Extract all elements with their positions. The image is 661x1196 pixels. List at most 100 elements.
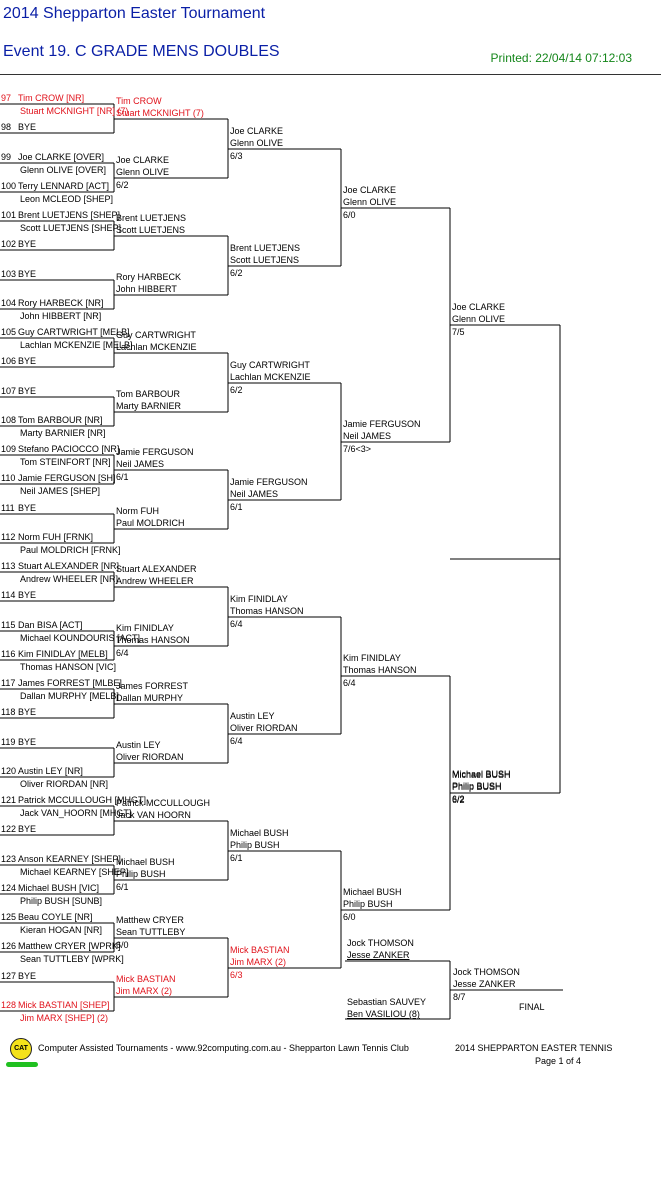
round-player-2: Dallan MURPHY (116, 693, 184, 703)
entry-player-2: Jack VAN_HOORN [MHGT] (20, 808, 132, 818)
entry-number: 108 (1, 415, 17, 425)
entry-number: 112 (1, 532, 16, 542)
entry-player-1: Kim FINIDLAY [MELB] (18, 649, 108, 659)
round-player-1: Kim FINIDLAY (343, 653, 401, 663)
entry-number: 125 (1, 912, 17, 922)
round-score: 6/1 (230, 853, 243, 863)
entry-player-2: Lachlan MCKENZIE [MELB] (20, 340, 133, 350)
final-bottom-player-1: Sebastian SAUVEY (347, 997, 427, 1007)
entry-player-2: Tom STEINFORT [NR] (20, 457, 111, 467)
round-player-2: Philip BUSH (452, 782, 502, 792)
entry-player-1: Joe CLARKE [OVER] (18, 152, 105, 162)
entry-number: 97 (1, 93, 12, 103)
entry-number: 105 (1, 327, 17, 337)
entry-number: 102 (1, 239, 17, 249)
final-top-player-1: Jock THOMSON (347, 938, 414, 948)
round-player-2: Philip BUSH (116, 869, 166, 879)
round-player-2: Lachlan MCKENZIE (230, 372, 311, 382)
round-player-2: Glenn OLIVE (452, 314, 506, 324)
round-score: 6/2 (230, 268, 243, 278)
round-player-1: Norm FUH (116, 506, 159, 516)
footer-event-name: 2014 SHEPPARTON EASTER TENNIS (455, 1043, 613, 1053)
entry-player-1: Jamie FERGUSON [SH] (18, 473, 116, 483)
entry-player-1: Austin LEY [NR] (18, 766, 83, 776)
page-title: 2014 Shepparton Easter Tournament (3, 5, 266, 22)
round-player-1: Jamie FERGUSON (343, 419, 421, 429)
entry-number: 121 (1, 795, 17, 805)
entry-player-2: Marty BARNIER [NR] (20, 428, 106, 438)
round-score: 6/2 (230, 385, 243, 395)
round-player-2: Thomas HANSON (343, 665, 417, 675)
round-player-1: Austin LEY (230, 711, 275, 721)
entry-player-1: BYE (18, 971, 37, 981)
round-player-1: Guy CARTWRIGHT (116, 330, 196, 340)
entry-number: 119 (1, 737, 16, 747)
entry-player-2: Michael KOUNDOURIS [ACT] (20, 633, 141, 643)
entry-player-1: Dan BISA [ACT] (18, 620, 83, 630)
entry-number: 101 (1, 210, 17, 220)
entry-number: 109 (1, 444, 17, 454)
round6-player-1: Michael BUSH (452, 769, 511, 779)
entry-player-1: BYE (18, 824, 37, 834)
entry-player-1: Terry LENNARD [ACT] (18, 181, 110, 191)
entry-player-1: BYE (18, 356, 37, 366)
entry-number: 124 (1, 883, 17, 893)
entry-player-1: Rory HARBECK [NR] (18, 298, 104, 308)
round-player-1: Patrick MCCULLOUGH (116, 798, 211, 808)
entry-player-2: Leon MCLEOD [SHEP] (20, 194, 114, 204)
entry-number: 104 (1, 298, 17, 308)
entry-number: 106 (1, 356, 17, 366)
round-score: 6/4 (343, 678, 356, 688)
final-winner-score: 8/7 (453, 992, 466, 1002)
entry-player-1: BYE (18, 707, 37, 717)
entry-number: 111 (1, 503, 15, 513)
draw-bracket-lines (0, 103, 563, 1020)
round-player-1: Tom BARBOUR (116, 389, 181, 399)
round-player-2: Sean TUTTLEBY (116, 927, 186, 937)
entry-player-2: Neil JAMES [SHEP] (20, 486, 101, 496)
entry-player-2: Dallan MURPHY [MELB] (20, 691, 119, 701)
entry-player-1: BYE (18, 503, 37, 513)
round-player-1: Brent LUETJENS (116, 213, 187, 223)
footer-credit: Computer Assisted Tournaments - www.92co… (38, 1043, 409, 1053)
entry-number: 128 (1, 1000, 17, 1010)
entry-player-1: BYE (18, 590, 37, 600)
round-player-1: Guy CARTWRIGHT (230, 360, 310, 370)
entry-player-2: Andrew WHEELER [NR] (20, 574, 119, 584)
round-player-2: Marty BARNIER (116, 401, 182, 411)
entry-player-2: Thomas HANSON [VIC] (20, 662, 117, 672)
round-score: 6/1 (116, 882, 129, 892)
round-player-2: Stuart MCKNIGHT (7) (116, 108, 204, 118)
round-player-2: Glenn OLIVE (343, 197, 397, 207)
round-score: 6/2 (116, 180, 129, 190)
round-score: 6/3 (230, 151, 243, 161)
event-title: Event 19. C GRADE MENS DOUBLES (3, 43, 280, 60)
round-player-2: Glenn OLIVE (230, 138, 284, 148)
round-player-2: Lachlan MCKENZIE (116, 342, 197, 352)
entry-player-1: Matthew CRYER [WPRK] (18, 941, 121, 951)
round-player-2: Oliver RIORDAN (230, 723, 298, 733)
entry-number: 113 (1, 561, 16, 571)
header-rule (0, 74, 661, 75)
round-player-1: Tim CROW (116, 96, 162, 106)
entry-number: 107 (1, 386, 17, 396)
round-player-1: Michael BUSH (116, 857, 175, 867)
round-score: 6/0 (116, 940, 129, 950)
round-player-2: Jim MARX (2) (230, 957, 286, 967)
round-player-2: Neil JAMES (230, 489, 279, 499)
entry-player-1: BYE (18, 269, 37, 279)
round-player-1: Rory HARBECK (116, 272, 182, 282)
final-bottom-player-2: Ben VASILIOU (8) (347, 1009, 420, 1019)
round-player-2: Philip BUSH (230, 840, 280, 850)
round-player-1: Joe CLARKE (343, 185, 397, 195)
cat-logo-swoosh-icon (6, 1062, 38, 1067)
round-score: 6/0 (343, 912, 356, 922)
round-player-2: Glenn OLIVE (116, 167, 170, 177)
entry-number: 116 (1, 649, 16, 659)
round-player-1: Brent LUETJENS (230, 243, 301, 253)
entry-number: 123 (1, 854, 17, 864)
entry-number: 103 (1, 269, 17, 279)
entry-player-1: Michael BUSH [VIC] (18, 883, 100, 893)
round-player-1: Mick BASTIAN (116, 974, 176, 984)
round-player-1: Michael BUSH (343, 887, 402, 897)
